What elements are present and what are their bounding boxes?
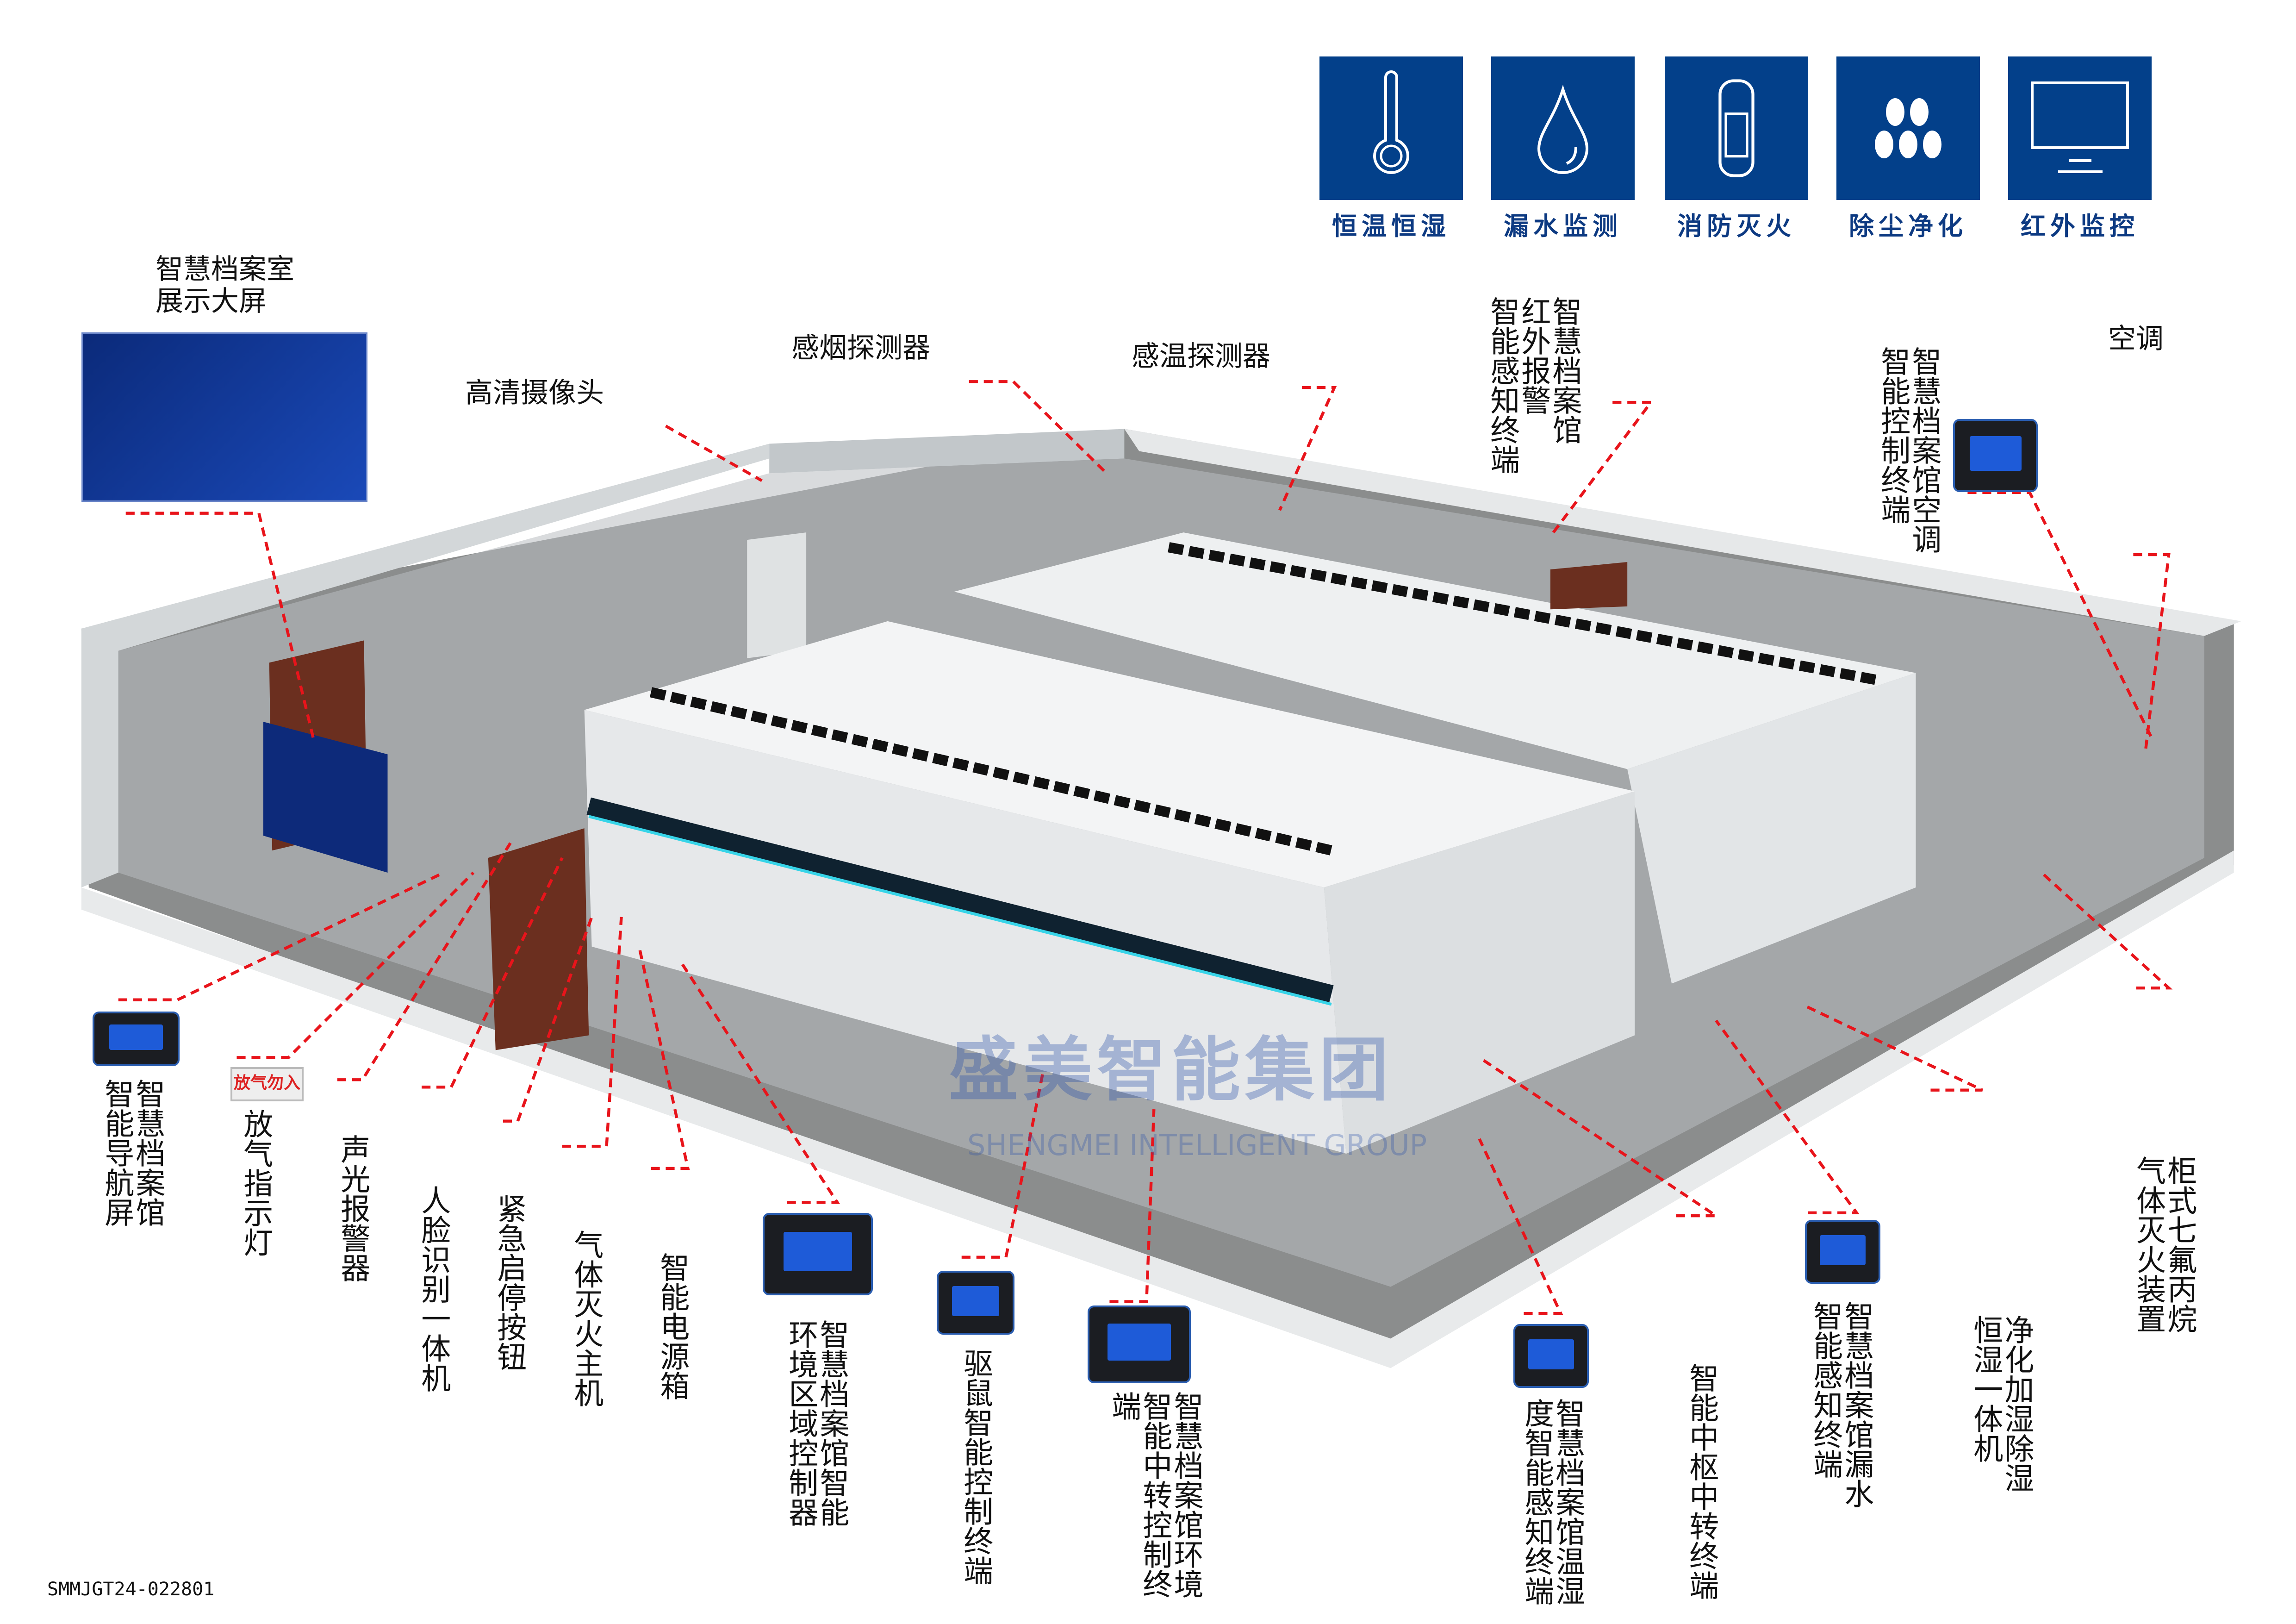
label-line: 红外报警	[1516, 296, 1551, 415]
label-line: 度智能感知终端	[1519, 1398, 1554, 1605]
display-screen-image	[81, 332, 367, 502]
label-line: 净化加湿除湿	[1999, 1315, 2034, 1493]
label-line: 智慧档案馆智能	[815, 1319, 849, 1527]
camera-label: 高清摄像头	[465, 377, 604, 409]
label-line: 智慧档案馆环境	[1169, 1391, 1203, 1599]
label-line: 智慧档案馆	[1547, 296, 1582, 444]
partition	[747, 532, 807, 658]
ac-control-label: 智慧档案馆空调 智能控制终端	[1876, 346, 1941, 554]
relay-control-terminal-device	[1088, 1305, 1191, 1383]
display-screen-label: 智慧档案室 展示大屏	[156, 254, 294, 318]
leader-lines	[118, 380, 2173, 1315]
dust-particles-icon	[1875, 98, 1941, 158]
bottom-label-gas-host: 气体灭火主机	[569, 1230, 604, 1407]
infrared-alarm-label: 智慧档案馆 红外报警 智能感知终端	[1485, 296, 1582, 474]
label-line: 智能感知终端	[1485, 296, 1520, 474]
label-line: 柜式七氟丙烷	[2162, 1156, 2197, 1333]
area-controller-device	[763, 1213, 873, 1295]
label-line: 智慧档案馆	[131, 1079, 165, 1227]
label-line: 紧急启停按钮	[492, 1193, 527, 1371]
bottom-label-hub-terminal: 智能中枢中转终端	[1684, 1363, 1719, 1600]
rodent-repeller-device	[937, 1271, 1014, 1335]
label-line: 气体灭火主机	[569, 1230, 604, 1407]
feature-label: 恒温恒湿	[1332, 212, 1450, 241]
bottom-label-gas-indicator: 放气指示灯	[238, 1109, 273, 1257]
fire-extinguisher-icon	[1718, 79, 1755, 177]
bottom-label-temp-humidity: 智慧档案馆温湿 度智能感知终端	[1519, 1398, 1585, 1605]
feature-fire-suppression: 消防灭火	[1665, 56, 1808, 242]
label-line: 展示大屏	[156, 285, 267, 318]
bottom-label-purifier: 净化加湿除湿 恒湿一体机	[1968, 1315, 2034, 1493]
thermometer-icon	[1373, 70, 1409, 174]
label-line: 人脸识别一体机	[416, 1185, 451, 1393]
label-line: 智能感知终端	[1808, 1301, 1843, 1479]
label-line: 智慧档案馆漏水	[1839, 1301, 1874, 1508]
label-line: 驱鼠智能控制终端	[958, 1348, 993, 1585]
label-line: 智能电源箱	[655, 1252, 690, 1400]
label-line: 恒湿一体机	[1968, 1315, 2003, 1463]
feature-constant-temp-humidity: 恒温恒湿	[1319, 56, 1463, 242]
bottom-label-area-controller: 智慧档案馆智能 环境区域控制器	[784, 1319, 849, 1527]
label-line: 智能中转控制终端	[1107, 1391, 1172, 1599]
label-line: 气体灭火装置	[2131, 1156, 2166, 1333]
feature-dust-purification: 除尘净化	[1836, 56, 1980, 242]
label-line: 放气指示灯	[238, 1109, 273, 1257]
navigation-screen-device	[93, 1012, 180, 1066]
label-line: 智能导航屏	[100, 1079, 134, 1227]
bottom-label-hfc-cabinet: 柜式七氟丙烷 气体灭火装置	[2131, 1156, 2197, 1333]
label-line: 智慧档案馆温湿	[1550, 1398, 1585, 1605]
monitor-icon	[2031, 81, 2129, 173]
smoke-detector-label: 感烟探测器	[791, 332, 930, 364]
feature-label: 漏水监测	[1504, 212, 1622, 241]
label-line: 环境区域控制器	[784, 1319, 818, 1527]
feature-label: 红外监控	[2021, 212, 2139, 241]
heat-detector-label: 感温探测器	[1132, 340, 1270, 373]
feature-label: 消防灭火	[1677, 212, 1796, 241]
right-wall	[1124, 429, 2241, 636]
label-line: 智慧档案室	[156, 253, 294, 286]
watermark-cn: 盛美智能集团	[949, 1030, 1394, 1111]
feature-leak-monitoring: 漏水监测	[1491, 56, 1635, 242]
gas-release-sign: 放气勿入	[230, 1067, 304, 1101]
feature-label: 除尘净化	[1849, 212, 1967, 241]
water-drop-icon	[1537, 84, 1589, 174]
bottom-label-sound-light-alarm: 声光报警器	[336, 1134, 370, 1282]
feature-infrared-monitoring: 红外监控	[2008, 56, 2152, 242]
cabinet-block-back	[954, 532, 1916, 984]
label-line: 智能中枢中转终端	[1684, 1363, 1719, 1600]
bottom-label-power-box: 智能电源箱	[655, 1252, 690, 1400]
label-line: 智慧档案馆空调	[1907, 346, 1941, 554]
bottom-label-relay-terminal: 智慧档案馆环境 智能中转控制终端	[1107, 1391, 1203, 1624]
watermark-en: SHENGMEI INTELLIGENT GROUP	[967, 1128, 1427, 1162]
bottom-label-emergency-button: 紧急启停按钮	[492, 1193, 527, 1371]
label-line: 声光报警器	[336, 1134, 370, 1282]
bottom-label-leak-terminal: 智慧档案馆漏水 智能感知终端	[1808, 1301, 1874, 1508]
cabinet-block-front	[584, 621, 1635, 1154]
leak-terminal-device	[1805, 1220, 1880, 1284]
front-ledge	[81, 850, 2234, 1368]
bottom-label-face-recognition: 人脸识别一体机	[416, 1185, 451, 1393]
label-line: 智能控制终端	[1876, 346, 1910, 524]
ac-label: 空调	[2108, 323, 2164, 355]
document-code: SMMJGT24-022801	[47, 1579, 215, 1600]
bottom-label-navigation-screen: 智慧档案馆 智能导航屏	[100, 1079, 165, 1227]
ac-control-terminal-device	[1953, 419, 2038, 492]
bottom-label-rodent-repeller: 驱鼠智能控制终端	[958, 1348, 993, 1585]
temp-humidity-terminal-device	[1513, 1324, 1589, 1388]
